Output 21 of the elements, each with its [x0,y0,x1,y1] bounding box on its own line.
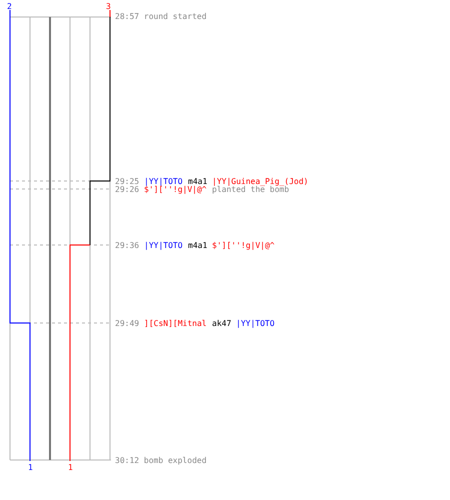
player-name: $'][''!g|V|@^ [212,241,275,250]
player-name: |YY|TOTO [144,177,183,186]
event-text: 30:12 bomb exploded [115,456,207,465]
timestamp: 29:25 [115,177,140,186]
event-text: 28:57 round started [115,12,207,21]
player-count: 2 [7,2,12,11]
player-name: |YY|Guinea_Pig_(Jod) [212,177,308,186]
player-count: 3 [106,2,111,11]
player-count: 1 [28,463,33,472]
weapon-name: ak47 [212,319,232,328]
player-name: $'][''!g|V|@^ [144,185,207,194]
weapon-name: m4a1 [188,241,208,250]
player-name: |YY|TOTO [144,241,183,250]
event-text: planted the bomb [212,185,290,194]
timestamp: 29:36 [115,241,140,250]
weapon-name: m4a1 [188,177,208,186]
player-count: 1 [68,463,73,472]
timestamp: 29:49 [115,319,140,328]
timestamp: 29:26 [115,185,140,194]
player-name: |YY|TOTO [236,319,275,328]
player-name: ][CsN][Mitnal [144,319,207,328]
